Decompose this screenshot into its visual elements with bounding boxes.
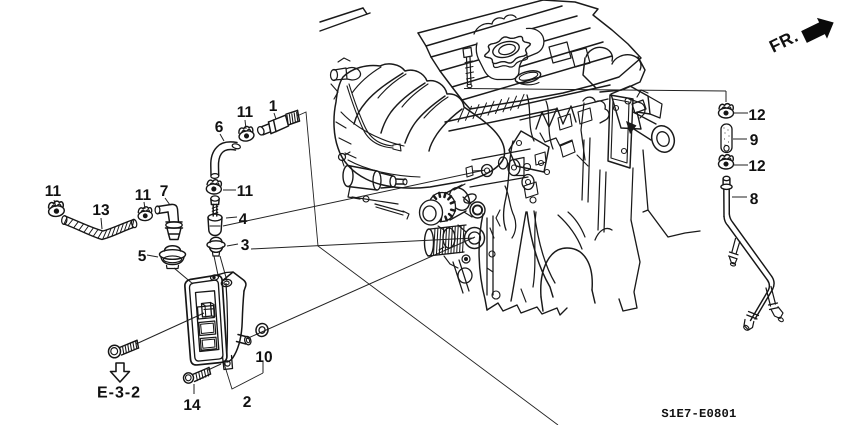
svg-text:3: 3 — [241, 237, 250, 254]
svg-text:10: 10 — [255, 349, 272, 366]
svg-text:11: 11 — [237, 104, 254, 121]
svg-text:14: 14 — [183, 397, 201, 414]
svg-text:6: 6 — [215, 119, 224, 136]
svg-text:7: 7 — [160, 183, 169, 200]
svg-text:E-3-2: E-3-2 — [97, 385, 141, 402]
svg-text:4: 4 — [239, 211, 248, 228]
svg-text:13: 13 — [92, 202, 110, 219]
svg-text:9: 9 — [750, 132, 759, 149]
svg-text:11: 11 — [45, 183, 62, 200]
svg-text:12: 12 — [748, 158, 765, 175]
svg-text:FR.: FR. — [766, 26, 801, 57]
svg-text:12: 12 — [748, 107, 765, 124]
svg-text:S1E7-E0801: S1E7-E0801 — [661, 407, 736, 421]
svg-text:2: 2 — [243, 394, 252, 411]
svg-text:1: 1 — [269, 98, 278, 115]
svg-text:8: 8 — [750, 191, 759, 208]
svg-text:5: 5 — [138, 248, 147, 265]
svg-text:11: 11 — [237, 183, 254, 200]
svg-text:11: 11 — [135, 187, 152, 204]
